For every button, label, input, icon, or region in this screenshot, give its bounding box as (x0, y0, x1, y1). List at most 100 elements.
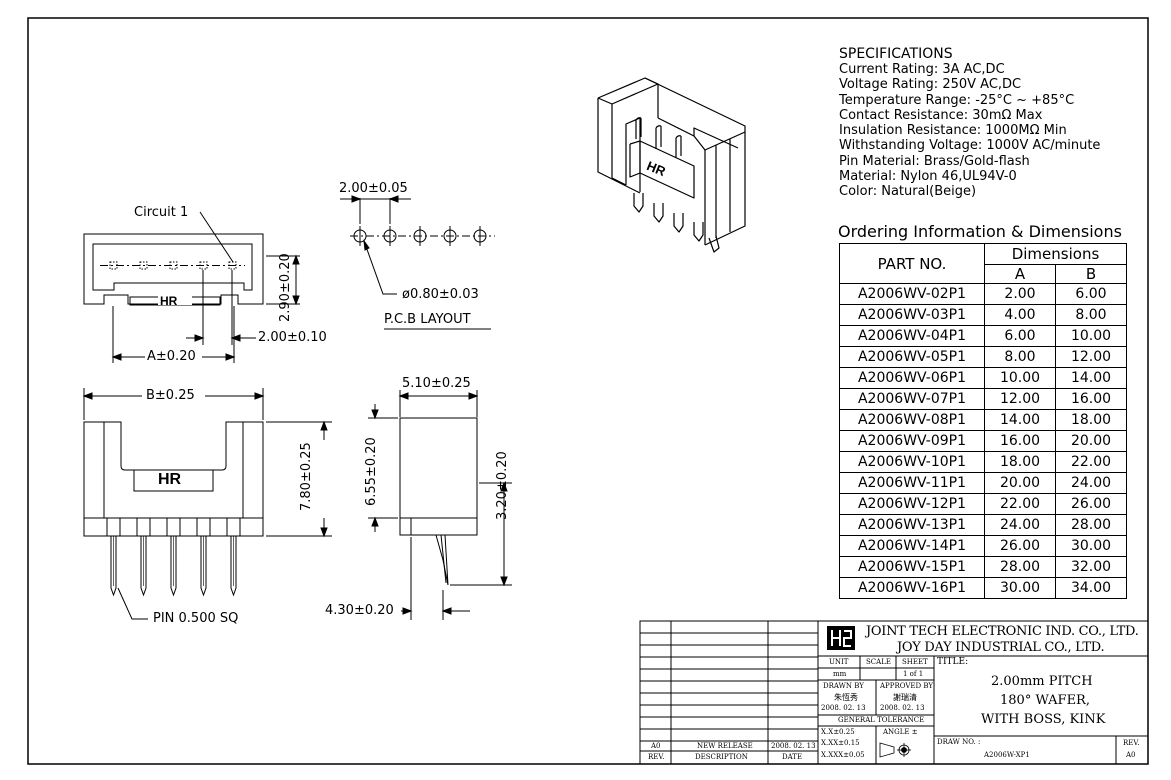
drawing-number: A2006W-XP1 (984, 751, 1030, 759)
pcb-hole-label: ø0.80±0.03 (402, 287, 479, 302)
dim-pitch-tolerance: 2.00±0.10 (258, 330, 327, 345)
top-view-hr-boss (158, 296, 192, 305)
spec-pin-material: Pin Material: Brass/Gold-flash (839, 153, 1030, 169)
part-number: A2006WV-16P1 (839, 577, 985, 599)
ordering-header-a: A (984, 264, 1056, 284)
part-number: A2006WV-02P1 (839, 283, 985, 305)
rev-label: REV. (1123, 739, 1140, 747)
dim-b: 6.00 (1055, 283, 1127, 305)
part-number: A2006WV-05P1 (839, 346, 985, 368)
dim-a: 12.00 (984, 388, 1056, 410)
title-line-2: 180° WAFER, (1000, 693, 1090, 708)
dim-b: 22.00 (1055, 451, 1127, 473)
dim-b: 32.00 (1055, 556, 1127, 578)
dim-a: 22.00 (984, 493, 1056, 515)
front-view (82, 388, 332, 620)
dim-b: 12.00 (1055, 346, 1127, 368)
dim-a: 28.00 (984, 556, 1056, 578)
spec-material: Material: Nylon 46,UL94V-0 (839, 169, 1017, 185)
part-number: A2006WV-06P1 (839, 367, 985, 389)
drawing-number-label: DRAW NO. : (937, 738, 981, 746)
dim-b: 24.00 (1055, 472, 1127, 494)
revision-row-date: 2008. 02. 13 (771, 742, 816, 750)
dim-b: 30.00 (1055, 535, 1127, 557)
dim-a: 16.00 (984, 430, 1056, 452)
side-body-label: 6.55±0.20 (364, 437, 379, 506)
dim-a-label: A±0.20 (147, 349, 196, 364)
isometric-view (597, 77, 746, 253)
dim-a: 2.00 (984, 283, 1056, 305)
spec-voltage-rating: Voltage Rating: 250V AC,DC (839, 77, 1022, 93)
title-line-1: 2.00mm PITCH (991, 674, 1093, 689)
dim-b: 14.00 (1055, 367, 1127, 389)
spec-color: Color: Natural(Beige) (839, 184, 977, 200)
dim-a: 30.00 (984, 577, 1056, 599)
dim-b: 16.00 (1055, 388, 1127, 410)
front-view-pins (106, 517, 241, 597)
pcb-layout-title: P.C.B LAYOUT (384, 312, 471, 327)
company-name-1: JOINT TECH ELECTRONIC IND. CO., LTD. (866, 624, 1139, 639)
circuit-1-label: Circuit 1 (134, 205, 189, 220)
revision-header-description: DESCRIPTION (695, 753, 748, 761)
title-line-3: WITH BOSS, KINK (981, 712, 1106, 727)
revision-header-rev: REV. (648, 753, 665, 761)
dim-b: 8.00 (1055, 304, 1127, 326)
projection-symbol-icon (879, 742, 911, 758)
dim-b: 20.00 (1055, 430, 1127, 452)
rev-value: A0 (1126, 751, 1136, 759)
drawn-by-name: 朱恆秀 (834, 693, 858, 702)
dim-a: 24.00 (984, 514, 1056, 536)
approved-by-label: APPROVED BY (880, 682, 934, 690)
title-label: TITLE: (937, 657, 969, 667)
side-view (368, 390, 512, 620)
drawn-date: 2008. 02. 13 (821, 704, 866, 712)
dim-b: 28.00 (1055, 514, 1127, 536)
dim-b: 10.00 (1055, 325, 1127, 347)
specifications-block: SPECIFICATIONS Current Rating: 3A AC,DC … (839, 47, 1100, 200)
unit-value: mm (833, 670, 847, 678)
part-number: A2006WV-04P1 (839, 325, 985, 347)
dim-a: 26.00 (984, 535, 1056, 557)
dim-a: 18.00 (984, 451, 1056, 473)
part-number: A2006WV-13P1 (839, 514, 985, 536)
approved-by-name: 謝瑞清 (893, 693, 917, 702)
side-offset-label: 4.30±0.20 (325, 603, 394, 618)
dim-a: 14.00 (984, 409, 1056, 431)
part-number: A2006WV-10P1 (839, 451, 985, 473)
ordering-header-dimensions: Dimensions (984, 243, 1127, 265)
dim-a: 20.00 (984, 472, 1056, 494)
drawing-border (27, 17, 1149, 765)
spec-contact-resistance: Contact Resistance: 30mΩ Max (839, 107, 1043, 123)
pcb-pitch-label: 2.00±0.05 (339, 181, 408, 196)
part-number: A2006WV-09P1 (839, 430, 985, 452)
ordering-header-part: PART NO. (839, 243, 985, 284)
angle-label: ANGLE ± (883, 728, 918, 736)
ordering-title: Ordering Information & Dimensions (838, 222, 1122, 241)
pcb-holes (353, 226, 487, 246)
dim-b: 18.00 (1055, 409, 1127, 431)
unit-label: UNIT (829, 658, 849, 666)
tolerance-3: X.XXX±0.05 (821, 751, 865, 759)
title-block-grid (639, 620, 1149, 765)
part-number: A2006WV-15P1 (839, 556, 985, 578)
top-view-hr-mark: HR (160, 294, 178, 308)
company-logo (827, 626, 855, 650)
drawn-by-label: DRAWN BY (823, 682, 864, 690)
isometric-hr-mark: HR (645, 158, 669, 179)
side-width-label: 5.10±0.25 (402, 376, 471, 391)
part-number: A2006WV-07P1 (839, 388, 985, 410)
spec-current-rating: Current Rating: 3A AC,DC (839, 62, 1005, 77)
dim-a: 10.00 (984, 367, 1056, 389)
top-view-pins (100, 261, 245, 270)
